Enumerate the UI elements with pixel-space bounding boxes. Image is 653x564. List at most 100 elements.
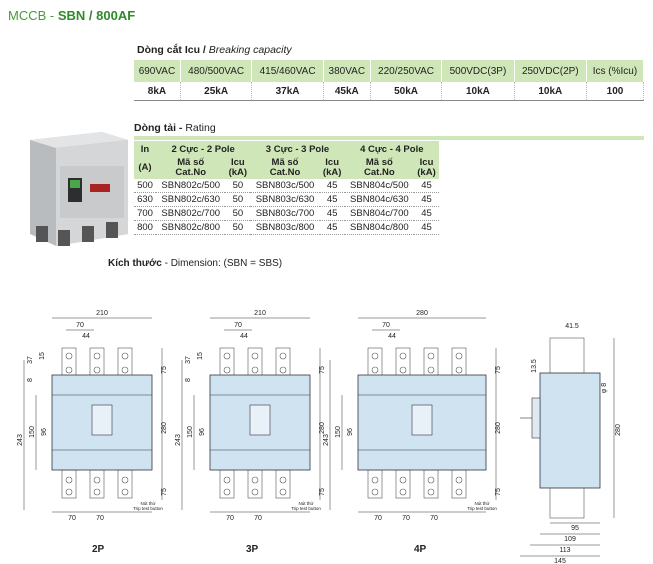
breaker-handle: [249, 404, 271, 436]
terminal-top: [275, 347, 291, 379]
terminal-hole: [371, 476, 379, 484]
terminal-bottom: [423, 469, 439, 499]
rating-cell: 50: [225, 206, 251, 221]
dim-text: 280: [416, 310, 428, 317]
cap-value: 10kA: [514, 82, 587, 101]
rating-cell: 500: [134, 179, 156, 193]
dim-text: 96: [41, 428, 48, 436]
terminal-hole: [223, 488, 231, 496]
terminal-hole: [427, 366, 435, 374]
rating-cell: 50: [225, 192, 251, 207]
rating-cell: SBN802c/800: [156, 220, 226, 235]
rating-cell: SBN802c/700: [156, 206, 226, 221]
dim-text: 37: [27, 356, 34, 364]
rating-cell: 800: [134, 220, 156, 235]
dim-text: 70: [76, 322, 84, 329]
rating-cell: 45: [414, 179, 439, 193]
rating-cell: SBN804c/500: [344, 179, 415, 193]
label-2p: 2P: [92, 544, 105, 555]
dim-text: 75: [161, 366, 168, 374]
cap-value: 37kA: [251, 82, 324, 101]
terminal-hole: [251, 366, 259, 374]
terminal-hole: [455, 476, 463, 484]
dim-text: 145: [554, 558, 566, 564]
dim-text: Trip test button: [133, 506, 163, 511]
dim-text: 8: [27, 378, 34, 382]
page-title: MCCB - SBN / 800AF: [8, 8, 136, 23]
dim-text: 150: [187, 426, 194, 438]
terminal-hole: [427, 352, 435, 360]
dim-text: 243: [175, 434, 182, 446]
terminal-hole: [279, 366, 287, 374]
cap-header: 220/250VAC: [370, 60, 443, 82]
dim-text: 44: [388, 333, 396, 340]
group-2p: 2 Cực - 2 Pole: [156, 141, 251, 157]
rating-cell: 50: [225, 179, 251, 193]
dimension-heading: Kích thước - Dimension: (SBN = SBS): [108, 258, 283, 269]
rating-cell: SBN803c/800: [250, 220, 320, 235]
rating-cell: 45: [319, 192, 345, 207]
in-label: In: [134, 141, 156, 157]
dim-text: 150: [29, 426, 36, 438]
cap-header: 480/500VAC: [180, 60, 253, 82]
terminal-hole: [121, 352, 129, 360]
cap-value: 45kA: [323, 82, 371, 101]
terminal-hole: [121, 366, 129, 374]
rating-table: In 2 Cực - 2 Pole 3 Cực - 3 Pole 4 Cực -…: [134, 141, 439, 235]
dim-text: 243: [17, 434, 24, 446]
dim-text: 280: [495, 422, 502, 434]
dim-text: 41.5: [565, 323, 579, 330]
terminal-hole: [371, 352, 379, 360]
cap-value: 10kA: [441, 82, 515, 101]
terminal-hole: [93, 352, 101, 360]
group-3p: 3 Cực - 3 Pole: [250, 141, 345, 157]
rating-cell: 45: [414, 192, 439, 207]
terminal-hole: [251, 352, 259, 360]
dim-text: 70: [430, 515, 438, 522]
dim-text: 95: [571, 525, 579, 532]
dim-text: 70: [254, 515, 262, 522]
dim-text: 70: [402, 515, 410, 522]
terminal-top: [395, 347, 411, 379]
terminal-top: [117, 347, 133, 379]
terminal-hole: [121, 476, 129, 484]
dim-text: Nút thử: [474, 500, 489, 506]
dim-text: 70: [226, 515, 234, 522]
rating-cell: SBN802c/500: [156, 179, 226, 193]
breaker-handle: [91, 404, 113, 436]
dim-text: φ 8: [601, 383, 608, 393]
dim-text: 75: [319, 488, 326, 496]
terminal-top: [89, 347, 105, 379]
rating-cell: 45: [414, 220, 439, 235]
dim-text: 70: [374, 515, 382, 522]
dim-text: 15: [39, 352, 46, 360]
terminal-hole: [223, 366, 231, 374]
rating-cell: SBN804c/800: [344, 220, 415, 235]
terminal-hole: [279, 488, 287, 496]
terminal-hole: [65, 488, 73, 496]
rating-cell: 45: [319, 220, 345, 235]
dim-text: Nút thử: [298, 500, 313, 506]
terminal-bottom: [451, 469, 467, 499]
terminal-top: [423, 347, 439, 379]
dim-text: 280: [319, 422, 326, 434]
rating-cell: 700: [134, 206, 156, 221]
rating-cell: SBN803c/630: [250, 192, 320, 207]
terminal-hole: [399, 352, 407, 360]
dim-text: 15: [197, 352, 204, 360]
dim-text: 96: [347, 428, 354, 436]
side-handle: [531, 397, 541, 439]
terminal-hole: [427, 488, 435, 496]
terminal-hole: [65, 352, 73, 360]
dim-text: 70: [96, 515, 104, 522]
terminal-hole: [223, 476, 231, 484]
terminal-bottom: [367, 469, 383, 499]
rating-cell: SBN804c/700: [344, 206, 415, 221]
terminal-top: [367, 347, 383, 379]
terminal-top: [61, 347, 77, 379]
terminal-bottom: [117, 469, 133, 499]
terminal-bottom: [275, 469, 291, 499]
dim-text: 280: [161, 422, 168, 434]
